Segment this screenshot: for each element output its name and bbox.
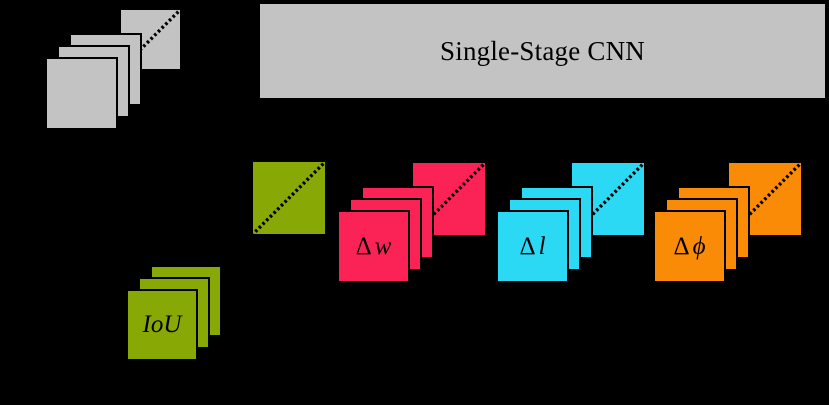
single-stage-cnn-banner: Single-Stage CNN (258, 2, 827, 100)
input-feature-maps-card-3 (45, 57, 118, 130)
iou-stack-card-3: IoU (126, 289, 198, 361)
iou-stack-label: IoU (142, 311, 182, 338)
single-stage-cnn-label: Single-Stage CNN (440, 35, 645, 66)
